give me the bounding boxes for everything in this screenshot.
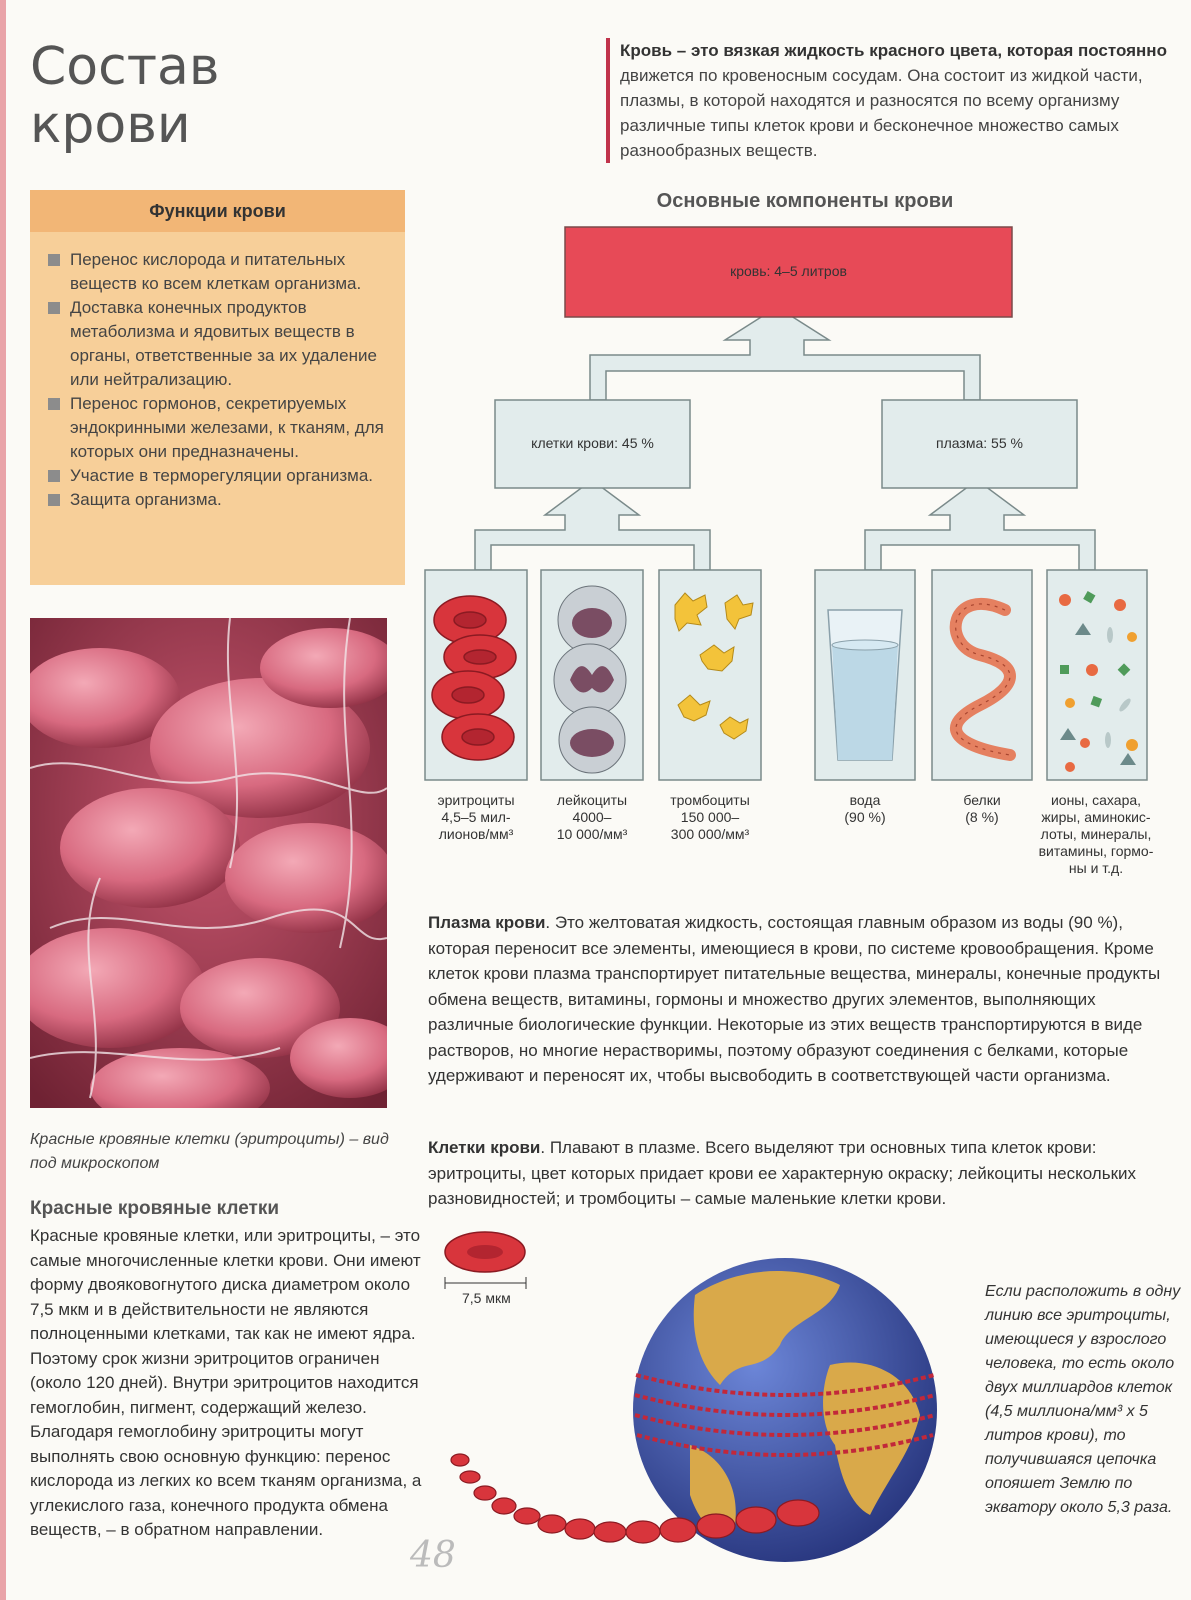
functions-list: Перенос кислорода и питательных веществ … [30, 248, 405, 512]
list-item: Перенос кислорода и питательных веществ … [48, 248, 391, 296]
page-number: 48 [410, 1535, 456, 1576]
rbc-paragraph: Красные кровяные клетки, или эритроциты,… [30, 1226, 422, 1539]
microscope-photo [30, 618, 387, 1108]
red-blood-cell-icon [444, 1231, 526, 1273]
cells-text: . Плавают в плазме. Всего выделяют три о… [428, 1138, 1137, 1208]
blood-box-label: кровь: 4–5 литров [730, 263, 847, 279]
rbc-heading: Красные кровяные клетки [30, 1198, 280, 1219]
intro-paragraph: Кровь – это вязкая жидкость красного цве… [606, 38, 1191, 163]
component-label-leukocytes: лейкоциты 4000– 10 000/мм³ [556, 792, 628, 842]
list-item: Участие в терморегуляции организма. [48, 464, 391, 488]
blood-components-diagram: кровь: 4–5 литров клетки крови: 45 % пла… [420, 225, 1160, 876]
list-item: Защита организма. [48, 488, 391, 512]
platelet-icon [674, 592, 754, 740]
list-item: Доставка конечных продуктов метаболизма … [48, 296, 391, 392]
component-label-erythrocytes: эритроциты 4,5–5 мил- лионов/мм³ [437, 792, 515, 842]
red-blood-cell-icon [30, 628, 387, 1108]
earth-globe-icon [633, 1258, 937, 1562]
plasma-text: . Это желтоватая жидкость, состоящая гла… [428, 913, 1161, 1085]
plasma-paragraph: Плазма крови. Это желтоватая жидкость, с… [428, 910, 1180, 1089]
plasma-heading: Плазма крови [428, 913, 546, 932]
component-label-other: ионы, сахара, жиры, аминокис- лоты, мине… [1038, 792, 1154, 876]
cells-paragraph: Клетки крови. Плавают в плазме. Всего вы… [428, 1135, 1180, 1212]
leukocyte-icon [553, 585, 627, 774]
water-glass-icon [827, 609, 903, 761]
red-blood-cell-icon [431, 595, 517, 761]
component-label-platelets: тромбоциты 150 000– 300 000/мм³ [670, 792, 750, 842]
earth-figure [440, 1225, 980, 1595]
intro-bold: Кровь – это вязкая жидкость красного цве… [620, 41, 1167, 60]
page-title-line1: Состав [30, 37, 220, 97]
page-title-line2: крови [30, 95, 191, 155]
diagram-title: Основные компоненты крови [656, 190, 954, 212]
functions-heading: Функции крови [30, 190, 405, 232]
list-item: Перенос гормонов, секретируемых эндокрин… [48, 392, 391, 464]
plasma-box-label: плазма: 55 % [936, 435, 1023, 451]
component-label-proteins: белки (8 %) [963, 792, 1001, 825]
size-label: 7,5 мкм [462, 1290, 511, 1306]
functions-box: Функции крови Перенос кислорода и питате… [30, 190, 405, 585]
photo-caption: Красные кровяные клетки (эритроциты) – в… [30, 1131, 389, 1172]
cells-box-label: клетки крови: 45 % [531, 435, 654, 451]
cells-heading: Клетки крови [428, 1138, 541, 1157]
page-title: Состав крови [30, 38, 220, 154]
rbc-chain [450, 1453, 820, 1544]
component-label-water: вода (90 %) [844, 792, 886, 825]
page-margin-line [0, 0, 6, 1600]
particles-icon [1059, 591, 1138, 772]
earth-caption: Если расположить в одну линию все эритро… [985, 1283, 1181, 1516]
intro-text: движется по кровеносным сосудам. Она сос… [620, 66, 1143, 160]
